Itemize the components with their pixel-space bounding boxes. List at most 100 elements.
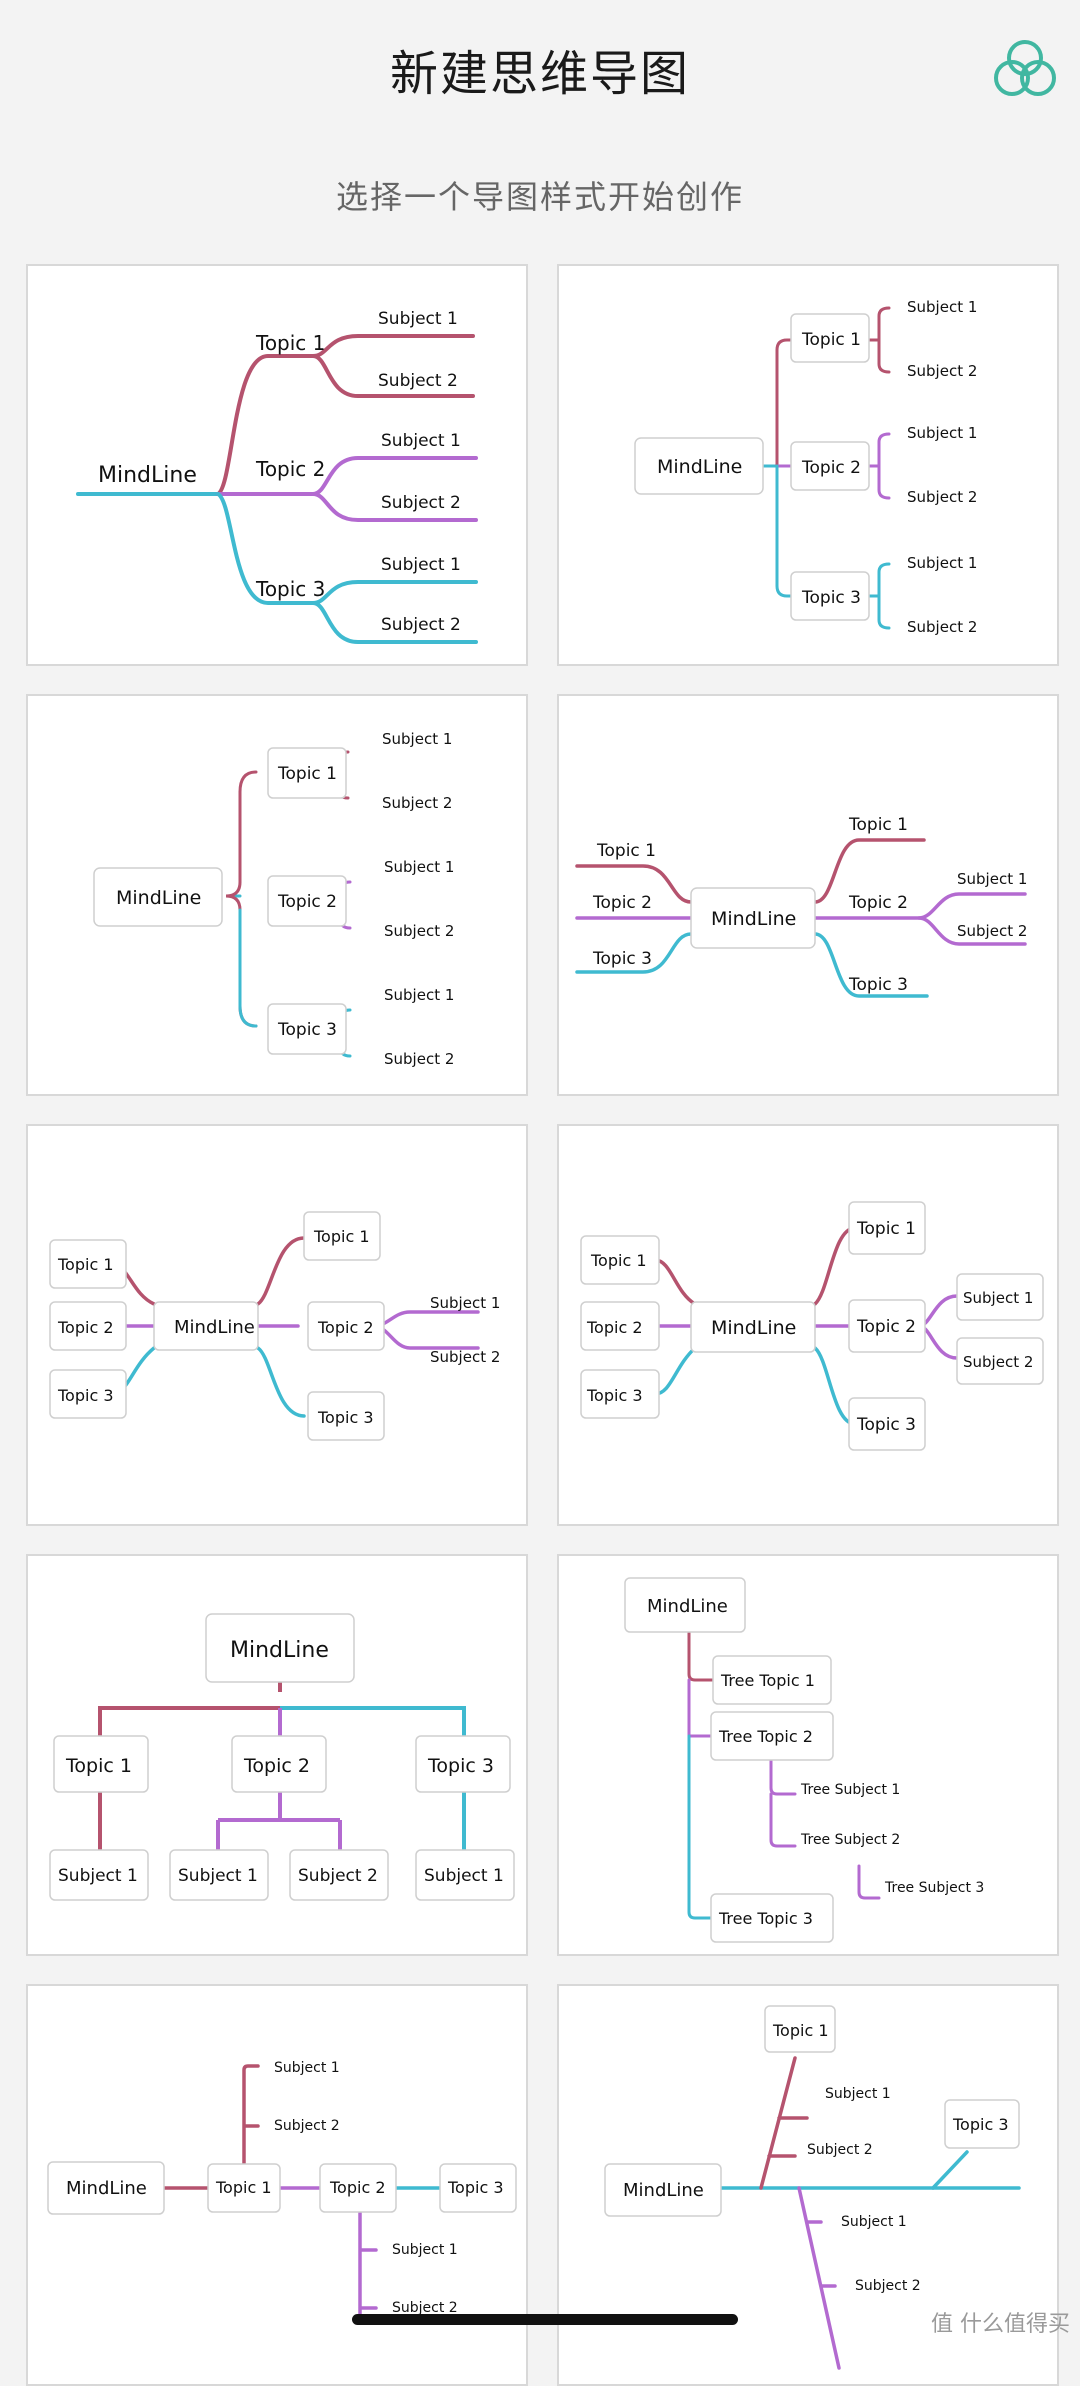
template-card-3[interactable]: MindLine Topic 1 Topic 2 Topic 3 Subject… <box>26 694 528 1096</box>
topic-label: Tree Topic 2 <box>718 1727 813 1746</box>
topic-label: Topic 1 <box>856 1219 916 1239</box>
template-card-5[interactable]: MindLine Topic 1 Topic 2 Topic 3 Topic 1… <box>26 1124 528 1526</box>
root-label: MindLine <box>66 2178 147 2199</box>
topic-label: Topic 2 <box>243 1755 310 1777</box>
topic-label: Topic 3 <box>255 577 325 601</box>
subject-label: Subject 2 <box>274 2118 340 2134</box>
header: 新建思维导图 <box>0 0 1080 150</box>
root-label: MindLine <box>647 1596 728 1617</box>
topic-label: Topic 2 <box>856 1317 916 1337</box>
topic-label: Topic 3 <box>848 975 908 995</box>
root-label: MindLine <box>98 463 197 488</box>
root-label: MindLine <box>174 1317 255 1338</box>
topic-label: Topic 1 <box>255 331 325 355</box>
topic-label: Topic 2 <box>277 892 337 912</box>
subject-label: Subject 1 <box>907 298 977 316</box>
topic-label: Topic 2 <box>801 458 861 478</box>
root-label: MindLine <box>657 456 742 478</box>
subject-label: Subject 2 <box>957 922 1027 940</box>
topic-label: Topic 3 <box>592 949 652 969</box>
topic-label: Topic 1 <box>848 815 908 835</box>
topic-label: Topic 1 <box>772 2021 829 2040</box>
subject-label: Subject 2 <box>392 2300 458 2316</box>
topic-label: Topic 2 <box>57 1318 114 1337</box>
subject-label: Subject 1 <box>841 2214 907 2230</box>
topic-label: Topic 2 <box>592 893 652 913</box>
subject-label: Subject 2 <box>963 1353 1033 1371</box>
topic-label: Topic 1 <box>596 841 656 861</box>
subject-label: Subject 2 <box>381 493 461 513</box>
subject-label: Subject 2 <box>381 615 461 635</box>
subject-label: Subject 1 <box>384 986 454 1004</box>
topic-label: Tree Topic 1 <box>720 1671 815 1690</box>
subject-label: Subject 2 <box>378 371 458 391</box>
topic-label: Topic 3 <box>277 1020 337 1040</box>
home-indicator[interactable] <box>352 2314 738 2325</box>
topic-label: Topic 1 <box>590 1251 647 1270</box>
subject-label: Subject 2 <box>384 922 454 940</box>
subject-label: Subject 2 <box>907 362 977 380</box>
topic-label: Topic 1 <box>65 1755 132 1777</box>
subject-label: Subject 1 <box>378 309 458 329</box>
topic-label: Topic 1 <box>57 1255 114 1274</box>
topic-label: Topic 3 <box>427 1755 494 1777</box>
topic-label: Topic 3 <box>57 1386 114 1405</box>
template-card-8[interactable]: MindLine Tree Topic 1 Tree Topic 2 Tree … <box>557 1554 1059 1956</box>
subject-label: Subject 2 <box>430 1348 500 1366</box>
subject-label: Subject 1 <box>381 555 461 575</box>
subject-label: Subject 2 <box>907 488 977 506</box>
root-label: MindLine <box>711 1317 796 1339</box>
topic-label: Topic 3 <box>952 2115 1009 2134</box>
topic-label: Topic 3 <box>447 2178 504 2197</box>
subject-label: Subject 1 <box>957 870 1027 888</box>
root-label: MindLine <box>623 2180 704 2201</box>
template-card-6[interactable]: MindLine Topic 1 Topic 2 Topic 3 Topic 1… <box>557 1124 1059 1526</box>
root-label: MindLine <box>116 887 201 909</box>
template-card-1[interactable]: MindLine Topic 1 Topic 2 Topic 3 Subject… <box>26 264 528 666</box>
subject-label: Subject 1 <box>424 1866 504 1886</box>
topic-label: Topic 2 <box>848 893 908 913</box>
topic-label: Topic 3 <box>586 1386 643 1405</box>
root-label: MindLine <box>711 908 796 930</box>
subject-label: Subject 1 <box>907 424 977 442</box>
subject-label: Subject 2 <box>807 2142 873 2158</box>
template-card-4[interactable]: MindLine Topic 1 Topic 2 Topic 3 Topic 1… <box>557 694 1059 1096</box>
subject-label: Subject 1 <box>392 2242 458 2258</box>
subject-label: Subject 1 <box>825 2086 891 2102</box>
template-card-9[interactable]: MindLine Topic 1 Topic 2 Topic 3 Subject… <box>26 1984 528 2386</box>
subject-label: Subject 2 <box>382 794 452 812</box>
subject-label: Subject 1 <box>963 1289 1033 1307</box>
template-card-2[interactable]: MindLine Topic 1 Topic 2 Topic 3 Subject… <box>557 264 1059 666</box>
topic-label: Topic 2 <box>329 2178 386 2197</box>
three-circles-icon[interactable] <box>992 38 1058 98</box>
topic-label: Topic 1 <box>277 764 337 784</box>
subject-label: Subject 1 <box>178 1866 258 1886</box>
topic-label: Topic 3 <box>801 588 861 608</box>
subject-label: Subject 2 <box>298 1866 378 1886</box>
subject-label: Subject 1 <box>430 1294 500 1312</box>
subject-label: Tree Subject 2 <box>800 1832 900 1848</box>
root-label: MindLine <box>230 1638 329 1663</box>
subject-label: Subject 2 <box>384 1050 454 1068</box>
template-card-7[interactable]: MindLine Topic 1 Topic 2 Topic 3 Subject… <box>26 1554 528 1956</box>
subtitle: 选择一个导图样式开始创作 <box>335 178 744 216</box>
subject-label: Subject 1 <box>381 431 461 451</box>
page-title: 新建思维导图 <box>389 46 690 102</box>
topic-label: Tree Topic 3 <box>718 1909 813 1928</box>
topic-label: Topic 1 <box>801 330 861 350</box>
subject-label: Tree Subject 1 <box>800 1782 900 1798</box>
subject-label: Subject 1 <box>907 554 977 572</box>
topic-label: Topic 3 <box>856 1415 916 1435</box>
topic-label: Topic 2 <box>586 1318 643 1337</box>
subject-label: Subject 1 <box>384 858 454 876</box>
topic-label: Topic 1 <box>215 2178 272 2197</box>
subject-label: Subject 1 <box>382 730 452 748</box>
watermark: 值 什么值得买 <box>931 2312 1070 2337</box>
topic-label: Topic 3 <box>317 1408 374 1427</box>
subject-label: Subject 1 <box>274 2060 340 2076</box>
topic-label: Topic 1 <box>313 1227 370 1246</box>
subject-label: Subject 1 <box>58 1866 138 1886</box>
topic-label: Topic 2 <box>317 1318 374 1337</box>
subject-label: Tree Subject 3 <box>884 1880 984 1896</box>
subject-label: Subject 2 <box>907 618 977 636</box>
